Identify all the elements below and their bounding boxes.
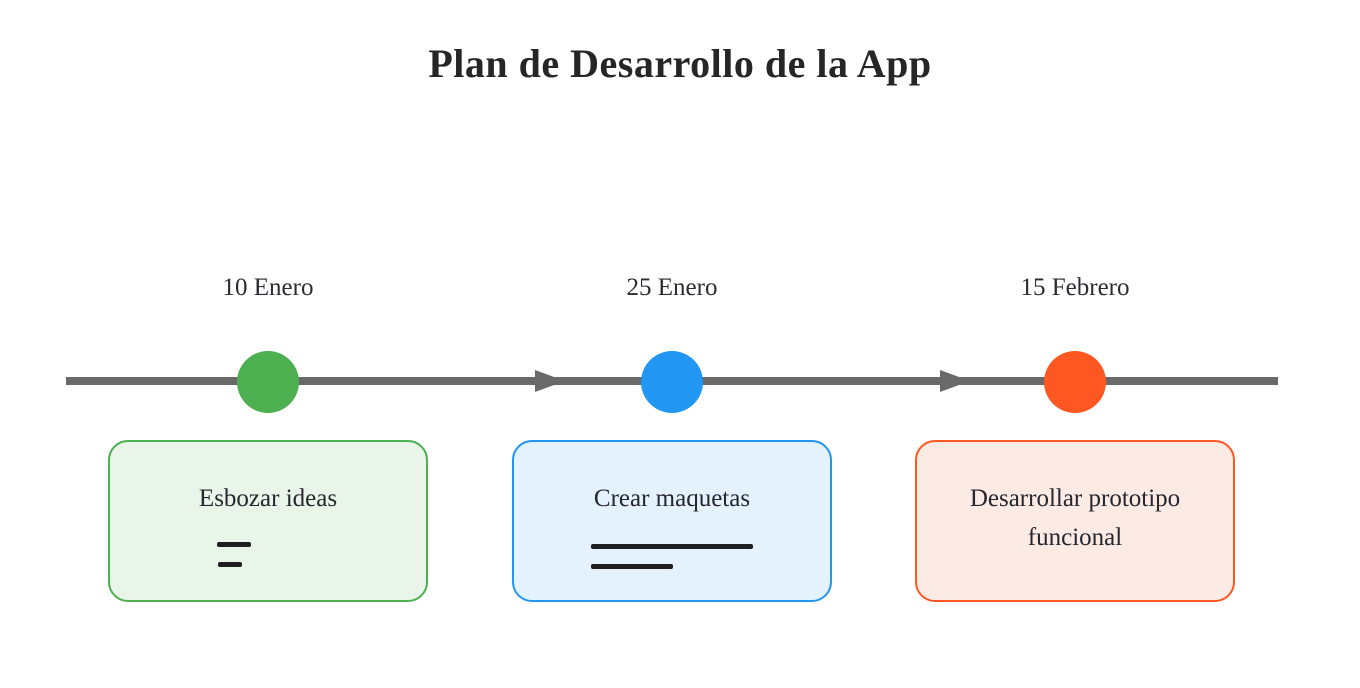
milestone-date: 15 Febrero: [1020, 274, 1130, 301]
arrow-right-icon: [940, 370, 970, 392]
scribble-line: [591, 564, 673, 569]
milestone-card: Crear maquetas: [512, 440, 832, 602]
milestone-label: Crear maquetas: [593, 485, 751, 512]
milestone: 15 Febrero Desarrollar prototipo funcion…: [915, 270, 1235, 615]
milestone: 10 Enero Esbozar ideas: [108, 270, 428, 615]
milestone-card: Desarrollar prototipo funcional: [915, 440, 1235, 602]
arrow-right-icon: [535, 370, 565, 392]
milestone-date: 25 Enero: [626, 274, 718, 301]
milestone-dot: [641, 351, 703, 413]
milestone-dot: [1044, 351, 1106, 413]
scribble-line: [218, 562, 242, 567]
milestone-card: Esbozar ideas: [108, 440, 428, 602]
milestone-label: Desarrollar prototipo funcional: [969, 485, 1181, 551]
milestone-dot: [237, 351, 299, 413]
milestone: 25 Enero Crear maquetas: [512, 270, 832, 615]
scribble-line: [217, 542, 251, 547]
milestone-date: 10 Enero: [222, 274, 314, 301]
scribble-line: [591, 544, 753, 549]
page-title: Plan de Desarrollo de la App: [428, 41, 932, 86]
milestone-label: Esbozar ideas: [198, 485, 338, 512]
